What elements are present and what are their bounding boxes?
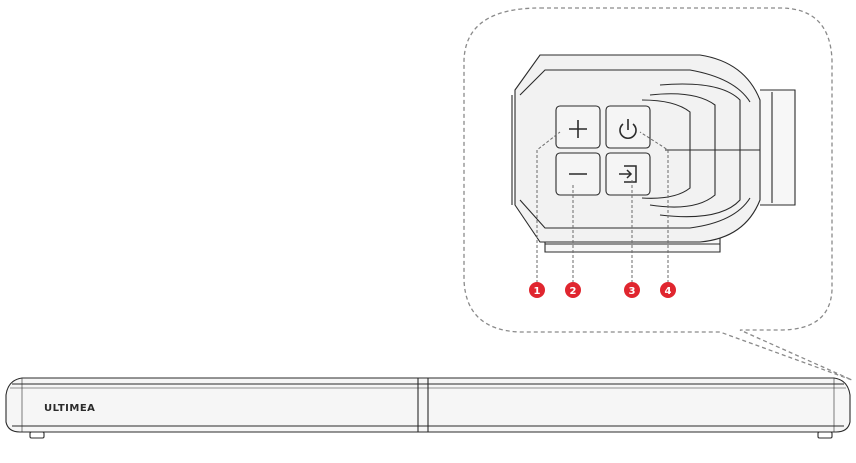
- soundbar-foot-left: [29, 431, 45, 439]
- contour-top: [519, 69, 751, 103]
- callout-label-3: 3: [629, 286, 636, 297]
- leader-1: [536, 131, 561, 283]
- plus-icon: [569, 120, 587, 138]
- callout-markers: 1 2 3 4: [529, 282, 676, 298]
- zoom-bubble-outline: [463, 7, 853, 381]
- input-source-icon: [619, 165, 637, 183]
- soundbar-foot-right: [817, 431, 833, 439]
- callout-label-2: 2: [570, 286, 577, 297]
- callout-label-4: 4: [665, 286, 672, 297]
- button-grid: [555, 105, 651, 196]
- callout-marker-4: [660, 282, 676, 298]
- callout-marker-2: [565, 282, 581, 298]
- rear-bracket: [760, 89, 796, 206]
- leader-lines: [536, 131, 669, 283]
- soundbar: ULTIMEA: [5, 377, 851, 439]
- power-icon: [619, 119, 637, 139]
- callout-marker-1: [529, 282, 545, 298]
- callout-label-1: 1: [534, 286, 541, 297]
- callout-marker-3: [624, 282, 640, 298]
- leader-4: [639, 131, 669, 283]
- brand-logo: ULTIMEA: [44, 403, 95, 414]
- contour-bottom: [519, 197, 751, 229]
- control-panel-closeup: [511, 54, 796, 253]
